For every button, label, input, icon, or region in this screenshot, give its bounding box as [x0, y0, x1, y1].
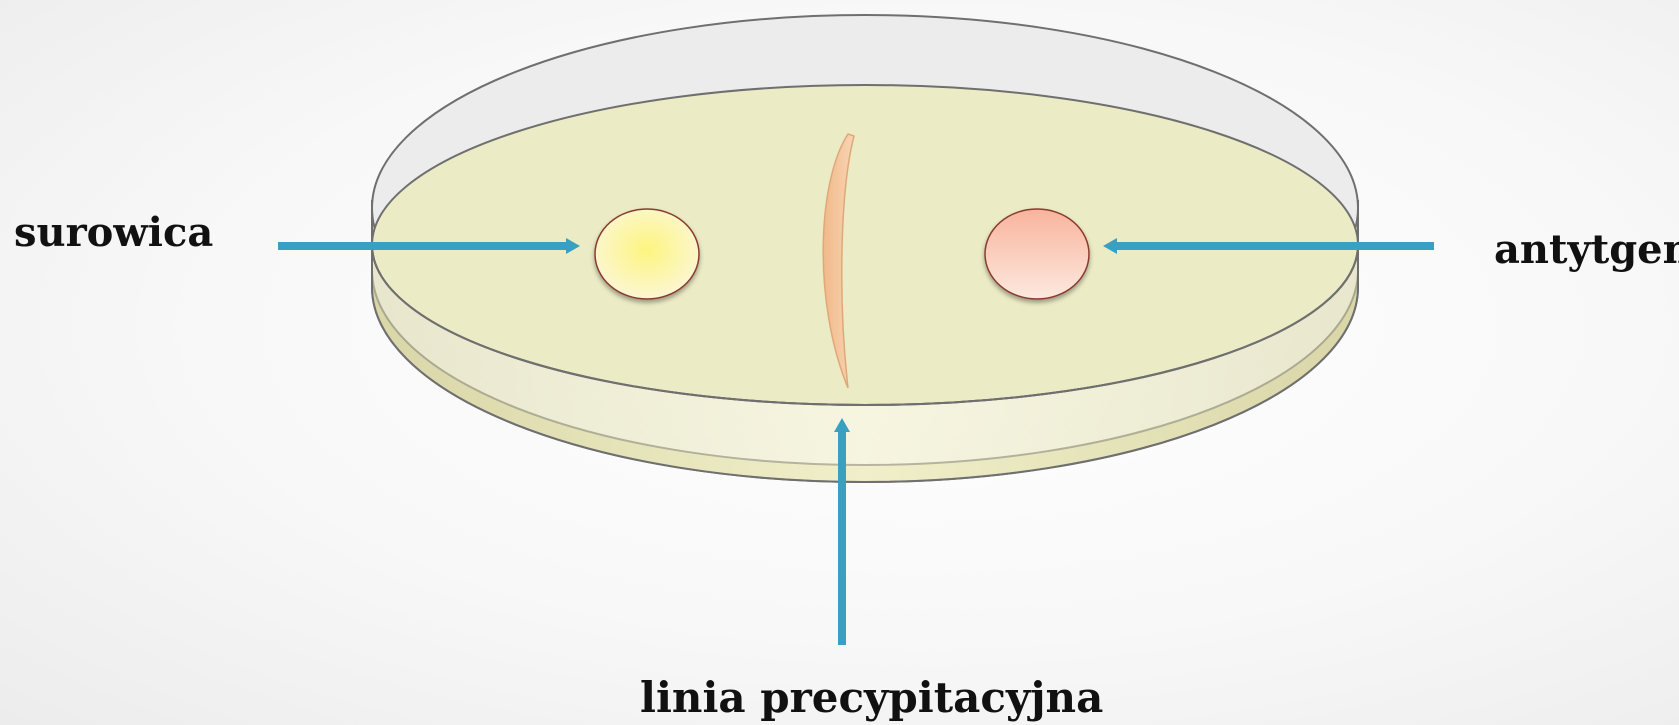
- antigen-well: [985, 209, 1089, 299]
- antigen-label: antytgen: [1494, 230, 1679, 270]
- serum-well: [595, 209, 699, 299]
- precipitation-line-label: linia precypitacyjna: [640, 677, 1103, 719]
- serum-label: surowica: [14, 213, 213, 253]
